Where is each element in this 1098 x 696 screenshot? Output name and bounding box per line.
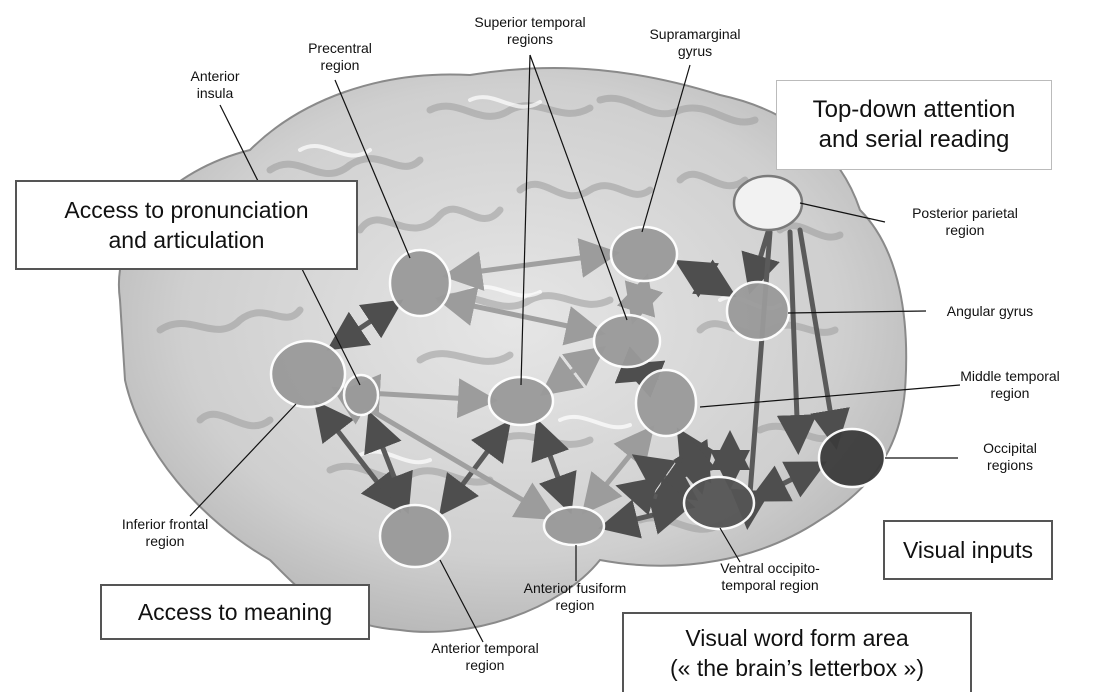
region-posterior-parietal: [734, 176, 802, 230]
label-anterior-temporal-region: Anterior temporal region: [410, 640, 560, 674]
region-angular: [727, 282, 789, 340]
region-anterior-insula: [344, 375, 378, 415]
label-angular-gyrus: Angular gyrus: [930, 303, 1050, 320]
label-occipital-regions: Occipital regions: [960, 440, 1060, 474]
region-occipital: [819, 429, 885, 487]
box-access-to-pronunciation: Access to pronunciation and articulation: [15, 180, 358, 270]
region-supramarginal: [611, 227, 677, 281]
label-anterior-fusiform-region: Anterior fusiform region: [505, 580, 645, 614]
region-ventral-occipito: [684, 477, 754, 529]
label-posterior-parietal-region: Posterior parietal region: [890, 205, 1040, 239]
label-middle-temporal-region: Middle temporal region: [935, 368, 1085, 402]
label-superior-temporal-regions: Superior temporal regions: [440, 14, 620, 48]
box-visual-word-form-area: Visual word form area (« the brain’s let…: [622, 612, 972, 692]
box-access-to-meaning: Access to meaning: [100, 584, 370, 640]
label-supramarginal-gyrus: Supramarginal gyrus: [625, 26, 765, 60]
box-visual-inputs: Visual inputs: [883, 520, 1053, 580]
region-precentral: [390, 250, 450, 316]
region-anterior-fusiform: [544, 507, 604, 545]
region-anterior-temporal: [380, 505, 450, 567]
box-top-down-attention: Top-down attention and serial reading: [776, 80, 1052, 170]
label-precentral-region: Precentral region: [285, 40, 395, 74]
label-ventral-occipito-temporal-region: Ventral occipito- temporal region: [690, 560, 850, 594]
region-superior-temporal-2: [594, 315, 660, 367]
region-inferior-frontal: [271, 341, 345, 407]
label-inferior-frontal-region: Inferior frontal region: [100, 516, 230, 550]
label-anterior-insula: Anterior insula: [160, 68, 270, 102]
region-middle-temporal: [636, 370, 696, 436]
